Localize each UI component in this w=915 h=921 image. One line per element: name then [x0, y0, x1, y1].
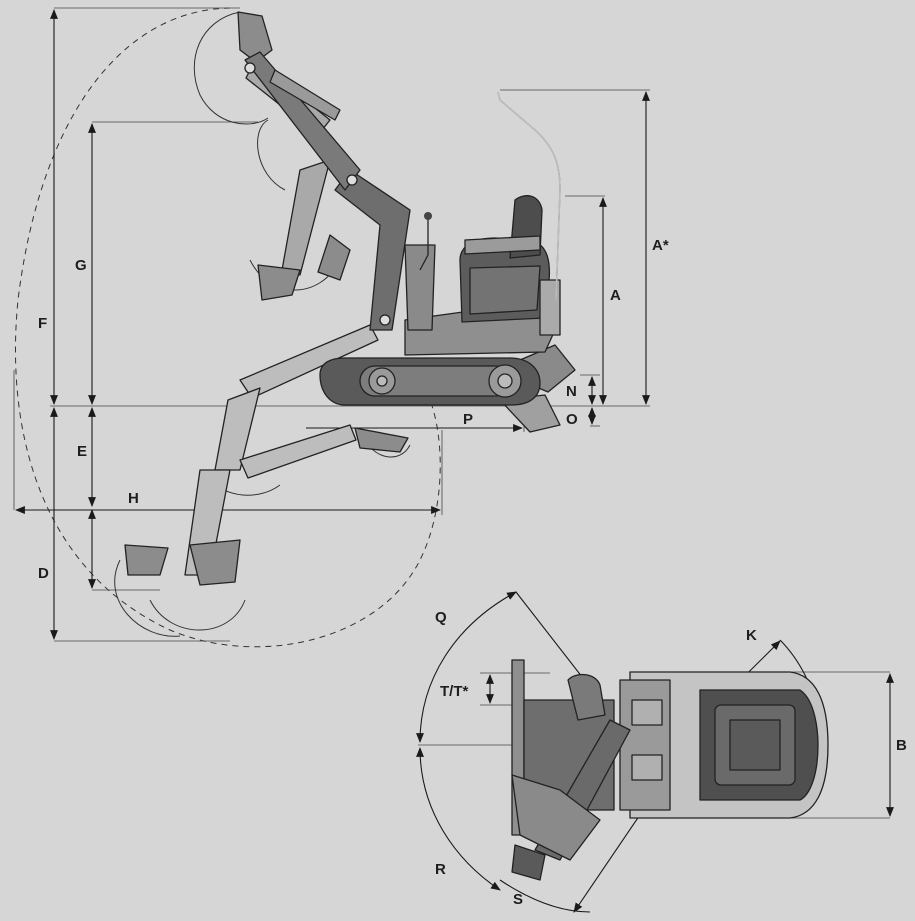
buckets [124, 11, 409, 586]
track [319, 357, 541, 406]
swing-arc-r [416, 747, 501, 891]
working-envelope [15, 7, 441, 648]
label-t: T/T* [440, 683, 468, 700]
swing-arc-q [416, 591, 517, 743]
top-view [416, 591, 894, 913]
control-lever [419, 215, 429, 271]
label-p: P [463, 411, 473, 428]
label-g: G [75, 257, 87, 274]
label-f: F [38, 315, 47, 332]
dimension-labels: A* A F G E H D N O P Q R S K T/T* B [38, 237, 907, 908]
side-view [13, 7, 650, 648]
label-s: S [513, 891, 523, 908]
label-o: O [566, 411, 578, 428]
label-d: D [38, 565, 49, 582]
label-q: Q [435, 609, 447, 626]
label-a-star: A* [652, 237, 669, 254]
bucket-ghosts [114, 11, 411, 637]
label-b: B [896, 737, 907, 754]
label-h: H [128, 490, 139, 507]
upper-body [404, 195, 561, 356]
arm-ghosts [184, 59, 379, 576]
rops-frame-inner [497, 91, 561, 301]
label-e: E [77, 443, 87, 460]
dim-line-s [573, 799, 651, 913]
label-n: N [566, 383, 577, 400]
main-boom [244, 51, 411, 331]
label-a: A [610, 287, 621, 304]
label-k: K [746, 627, 757, 644]
control-knob [424, 212, 432, 220]
label-r: R [435, 861, 446, 878]
